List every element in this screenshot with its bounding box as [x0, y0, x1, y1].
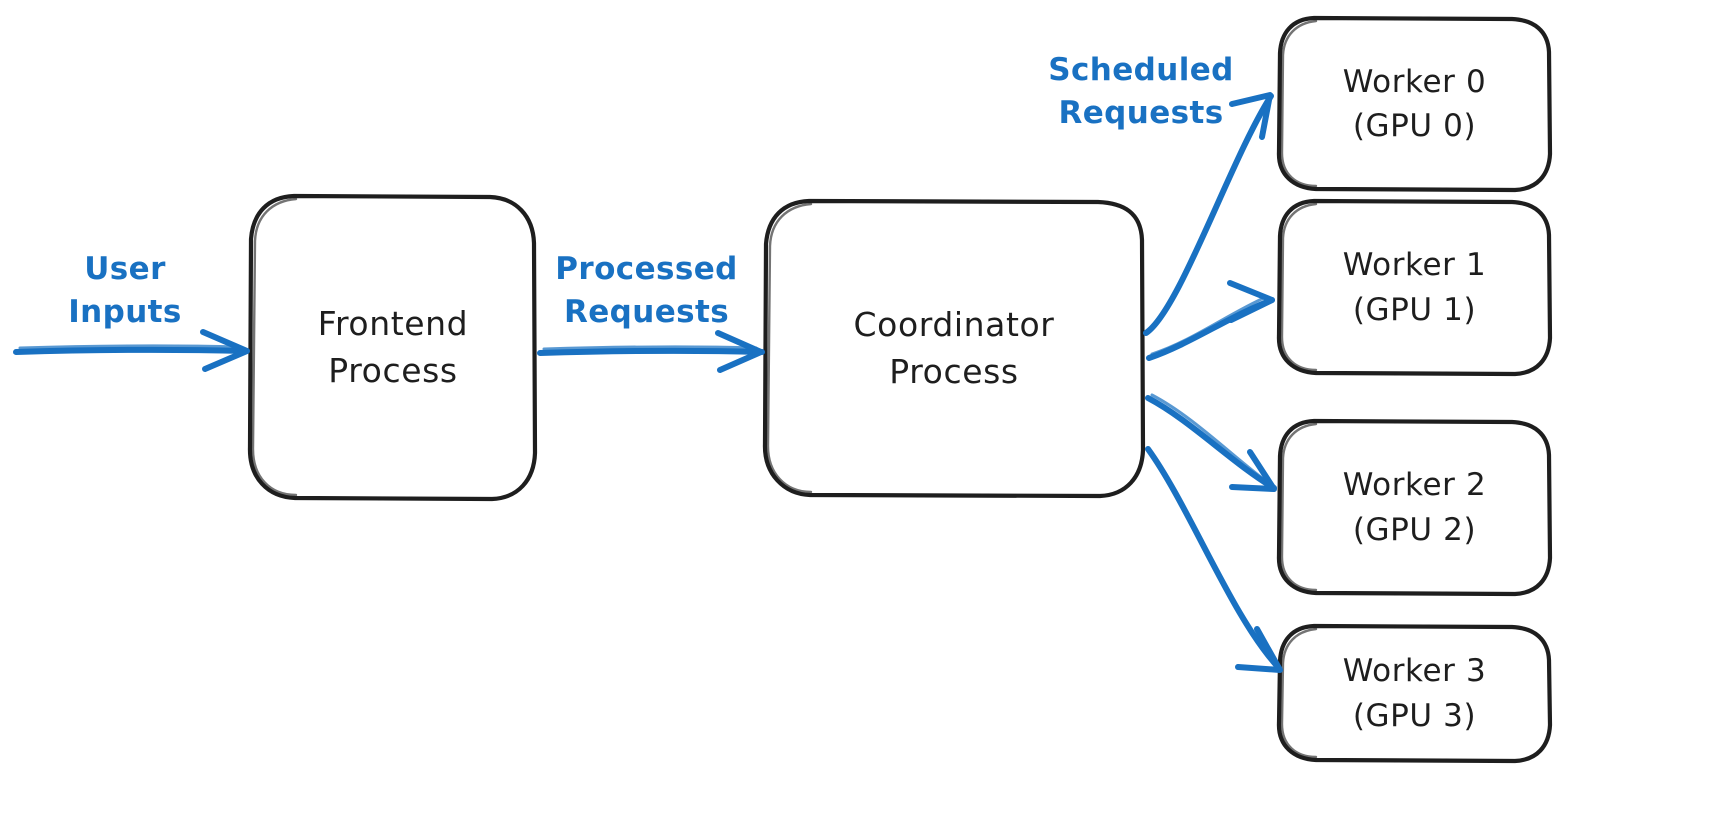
worker-0-box[interactable]	[1276, 15, 1553, 193]
edge-label-processed-requests: Processed Requests	[543, 245, 750, 337]
worker-3-box[interactable]	[1276, 623, 1553, 764]
edge-label-user-inputs-line1: User	[84, 250, 166, 287]
arrow-to-worker-1	[1146, 280, 1275, 361]
edge-label-processed-requests-line1: Processed	[555, 250, 738, 287]
edge-label-scheduled-requests-line1: Scheduled	[1048, 51, 1234, 88]
edge-label-user-inputs-line2: Inputs	[68, 294, 182, 330]
arrow-to-worker-0	[1143, 92, 1274, 336]
edge-label-scheduled-requests-line2: Requests	[1058, 95, 1224, 131]
arrow-processed-requests	[537, 330, 765, 373]
arrow-to-worker-2	[1145, 393, 1277, 492]
arrow-to-worker-3	[1145, 446, 1283, 673]
frontend-process-box[interactable]	[247, 193, 538, 502]
arrow-user-inputs	[13, 329, 250, 372]
coordinator-process-box[interactable]	[762, 198, 1146, 499]
edge-label-processed-requests-line2: Requests	[563, 294, 730, 330]
edge-label-user-inputs: User Inputs	[40, 245, 210, 337]
worker-1-box[interactable]	[1276, 198, 1553, 377]
worker-2-box[interactable]	[1276, 418, 1553, 597]
edge-label-scheduled-requests: Scheduled Requests	[1036, 46, 1246, 138]
